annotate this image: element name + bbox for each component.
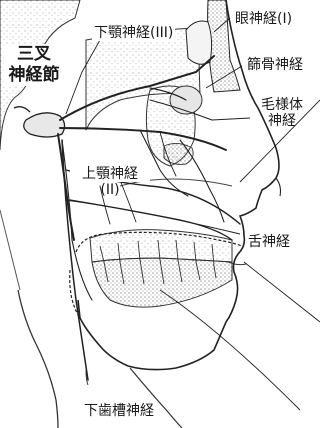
ethmoid-nerve-label: 篩骨神経 bbox=[245, 57, 305, 73]
dental-arch bbox=[70, 230, 242, 318]
maxillary-nerve bbox=[60, 128, 226, 150]
lingual-nerve-label: 舌神経 bbox=[246, 234, 292, 250]
maxillary-label-line1: 上顎神経 bbox=[70, 166, 150, 182]
maxillary-label-line2: (II) bbox=[70, 182, 150, 198]
ophthalmic-nerve-label: 眼神経(I) bbox=[233, 11, 294, 27]
ganglion-label-line1: 三叉 bbox=[4, 44, 64, 65]
maxillary-nerve-label: 上顎神経 (II) bbox=[70, 166, 150, 198]
ganglion-label: 三叉 神経節 bbox=[4, 44, 64, 86]
ciliary-label-line1: 毛様体 bbox=[247, 97, 317, 113]
inferior-alveolar-nerve-label: 下歯槽神経 bbox=[82, 403, 156, 419]
trigeminal-ganglion bbox=[14, 107, 65, 137]
ciliary-nerve-label: 毛様体 神経 bbox=[247, 97, 317, 129]
ciliary-label-line2: 神経 bbox=[247, 113, 317, 129]
mandibular-nerve-label: 下顎神経(III) bbox=[92, 25, 175, 41]
ganglion-label-line2: 神経節 bbox=[4, 65, 64, 86]
